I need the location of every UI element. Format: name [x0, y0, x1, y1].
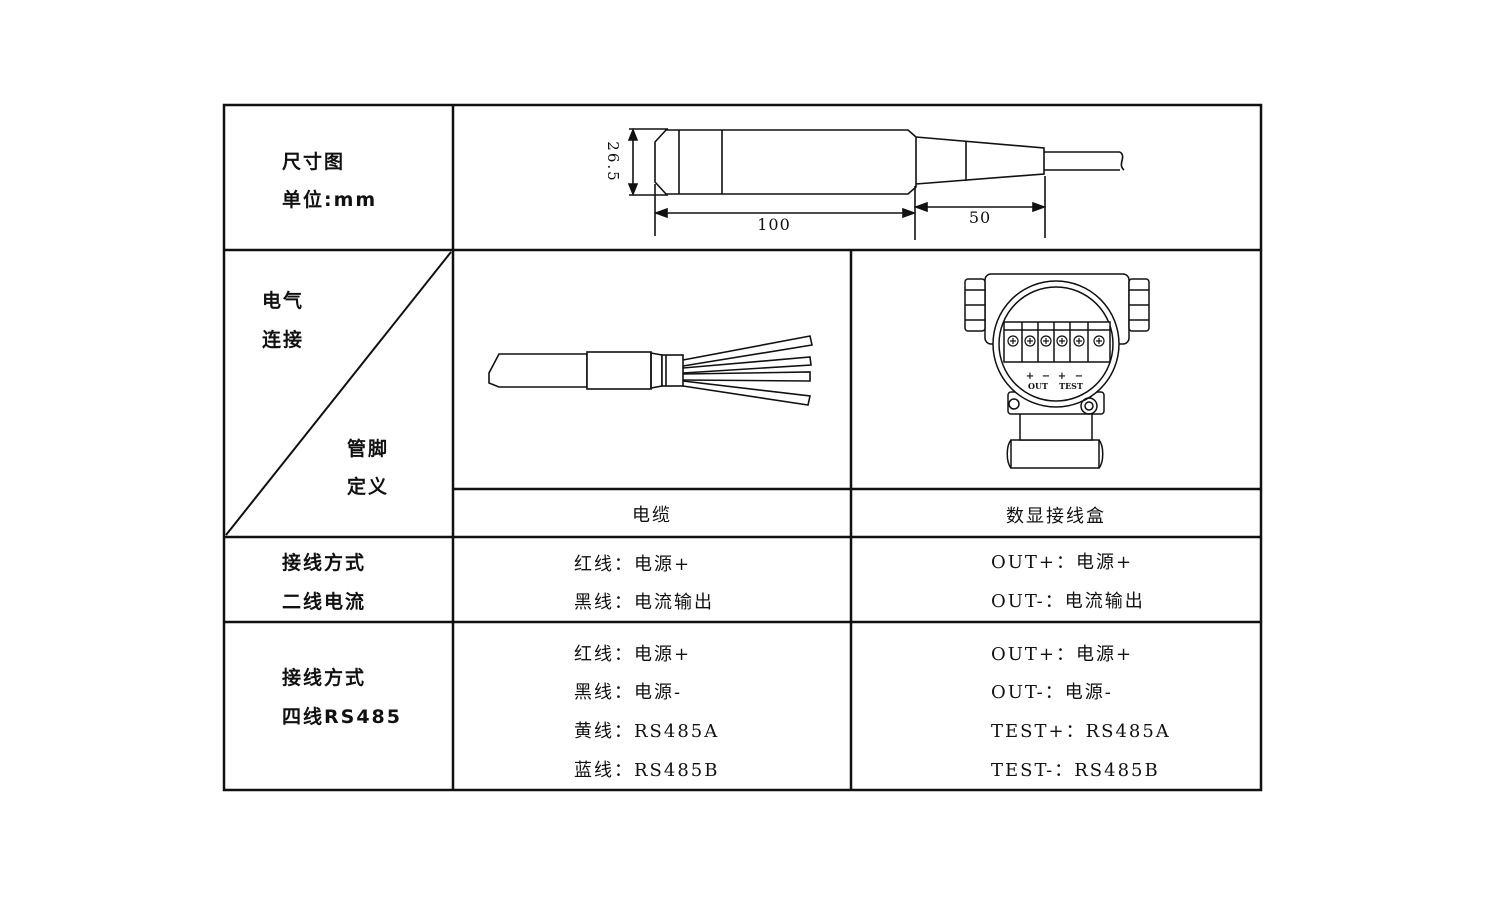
terminal-polarity-3: + [1058, 371, 1066, 382]
terminal-out-label: OUT [1028, 381, 1048, 391]
two-wire-cable-line2: 黑线：电流输出 [574, 592, 714, 613]
junction-box-caption: 数显接线盒 [1006, 506, 1106, 527]
table-border [222, 103, 1263, 792]
two-wire-label-line1: 接线方式 [282, 552, 367, 574]
dimension-title: 尺寸图 [282, 151, 346, 173]
four-wire-cable-line2: 黑线：电源- [574, 682, 683, 703]
junction-box-drawing [964, 273, 1150, 469]
cable-caption: 电缆 [632, 505, 672, 526]
dim-tail-length-label: 50 [969, 208, 991, 227]
two-wire-cable-line1: 红线：电源+ [574, 554, 692, 575]
probe-dimension-drawing [627, 127, 1125, 240]
electrical-header-line1: 电气 [262, 290, 305, 312]
cable-drawing [488, 335, 813, 406]
four-wire-box-line4: TEST-：RS485B [991, 760, 1160, 781]
four-wire-cable-line3: 黄线：RS485A [574, 721, 720, 742]
four-wire-label-line2: 四线RS485 [282, 706, 402, 728]
terminal-screws [1007, 335, 1105, 347]
header-diagonal [225, 251, 452, 536]
electrical-header-line2: 连接 [262, 329, 305, 351]
dim-body-length-label: 100 [757, 215, 791, 234]
four-wire-cable-line4: 蓝线：RS485B [574, 760, 720, 781]
four-wire-label-line1: 接线方式 [282, 667, 367, 689]
two-wire-box-line1: OUT+：电源+ [991, 552, 1134, 573]
four-wire-box-line1: OUT+：电源+ [991, 644, 1134, 665]
two-wire-box-line2: OUT-：电流输出 [991, 591, 1145, 612]
terminal-test-label: TEST [1059, 381, 1083, 391]
terminal-polarity-4: − [1075, 371, 1083, 382]
four-wire-box-line3: TEST+：RS485A [991, 721, 1171, 742]
dimension-unit: 单位:mm [282, 189, 378, 211]
pin-definition-header-line2: 定义 [347, 476, 390, 498]
two-wire-label-line2: 二线电流 [282, 591, 367, 613]
terminal-polarity-2: − [1042, 371, 1050, 382]
dim-diameter-label: 26.5 [604, 141, 622, 182]
pin-definition-header-line1: 管脚 [347, 438, 390, 460]
four-wire-cable-line1: 红线：电源+ [574, 644, 692, 665]
four-wire-box-line2: OUT-：电源- [991, 682, 1113, 703]
terminal-polarity-1: + [1026, 371, 1034, 382]
